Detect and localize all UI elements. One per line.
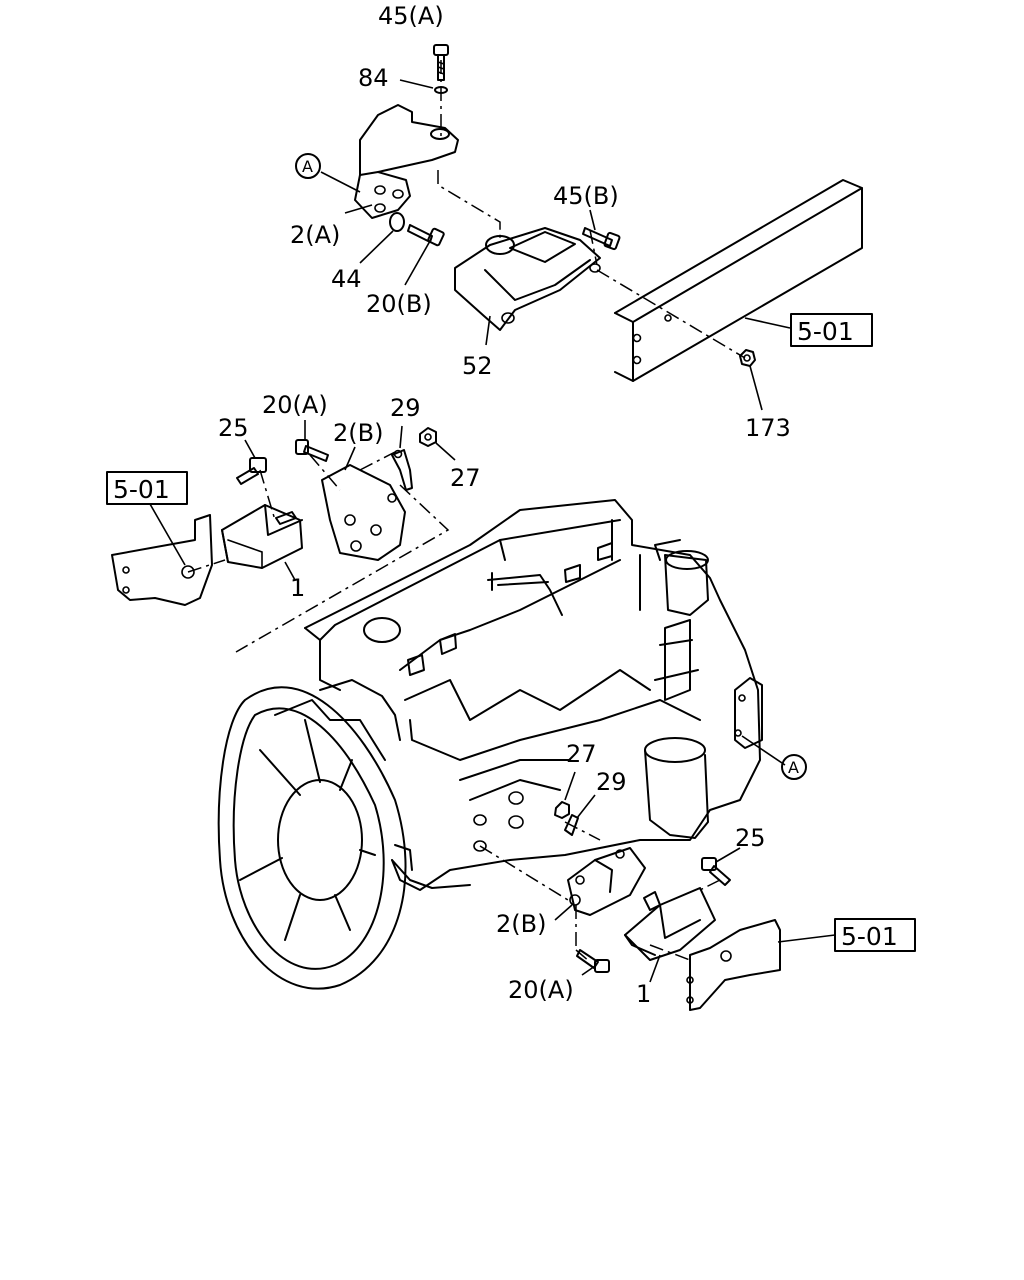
callout-20a-upper: 20(A) xyxy=(262,391,328,419)
svg-text:5-01: 5-01 xyxy=(841,922,898,951)
ref-circle-a-lower: A xyxy=(781,754,807,780)
callout-1-lower: 1 xyxy=(636,980,651,1008)
nut-27-upper xyxy=(419,427,437,447)
flywheel-housing xyxy=(217,679,413,990)
callout-leaders xyxy=(149,79,836,983)
upper-front-centerlines xyxy=(187,451,450,653)
callout-25-lower: 25 xyxy=(735,824,766,852)
callout-2a: 2(A) xyxy=(290,221,340,249)
nut-27-lower xyxy=(554,801,570,819)
ref-circle-a-upper: A xyxy=(295,153,321,179)
callout-173: 173 xyxy=(745,414,791,442)
bolt-25-lower xyxy=(701,857,731,886)
callout-29-lower: 29 xyxy=(596,768,627,796)
callout-20b: 20(B) xyxy=(366,290,432,318)
bolt-25-upper xyxy=(236,457,267,485)
callout-44: 44 xyxy=(331,265,362,293)
engine-block xyxy=(304,499,763,891)
callout-45a: 45(A) xyxy=(378,2,444,30)
washer-44 xyxy=(389,212,405,232)
left-frame-bracket xyxy=(111,514,213,606)
callout-2b-lower: 2(B) xyxy=(496,910,546,938)
svg-text:A: A xyxy=(788,758,799,777)
callout-1-upper: 1 xyxy=(290,574,305,602)
frame-rail xyxy=(614,179,863,382)
ref-box-5-01-upper: 5-01 xyxy=(790,313,873,347)
ref-box-5-01-right: 5-01 xyxy=(834,918,916,952)
mount-bracket-2b-upper xyxy=(321,464,406,561)
bolt-45b xyxy=(582,227,621,251)
callout-84: 84 xyxy=(358,64,389,92)
bolt-20b xyxy=(407,224,445,247)
rear-mount-bracket-2a xyxy=(354,104,459,219)
right-frame-bracket xyxy=(686,919,781,1011)
callout-52: 52 xyxy=(462,352,493,380)
front-mount-rubber-1-lower xyxy=(624,887,716,961)
nut-173 xyxy=(739,349,756,367)
upper-mount-centerlines xyxy=(437,60,746,359)
clip-29-upper xyxy=(391,449,413,491)
svg-text:5-01: 5-01 xyxy=(797,317,854,346)
svg-text:A: A xyxy=(302,157,313,176)
bolt-20a-lower xyxy=(576,949,610,973)
mount-bracket-2b-lower xyxy=(567,847,646,916)
callout-27-upper: 27 xyxy=(450,464,481,492)
svg-text:5-01: 5-01 xyxy=(113,475,170,504)
callout-2b-upper: 2(B) xyxy=(333,419,383,447)
callout-27-lower: 27 xyxy=(566,740,597,768)
bolt-20a-upper xyxy=(295,439,329,462)
callout-29-upper: 29 xyxy=(390,394,421,422)
ref-box-5-01-left: 5-01 xyxy=(106,471,188,505)
front-mount-rubber-1-upper xyxy=(221,504,303,569)
callout-45b: 45(B) xyxy=(553,182,619,210)
lower-mount-centerlines xyxy=(479,821,721,963)
rear-mount-rubber-52 xyxy=(454,227,601,331)
callout-25-upper: 25 xyxy=(218,414,249,442)
callout-20a-lower: 20(A) xyxy=(508,976,574,1004)
